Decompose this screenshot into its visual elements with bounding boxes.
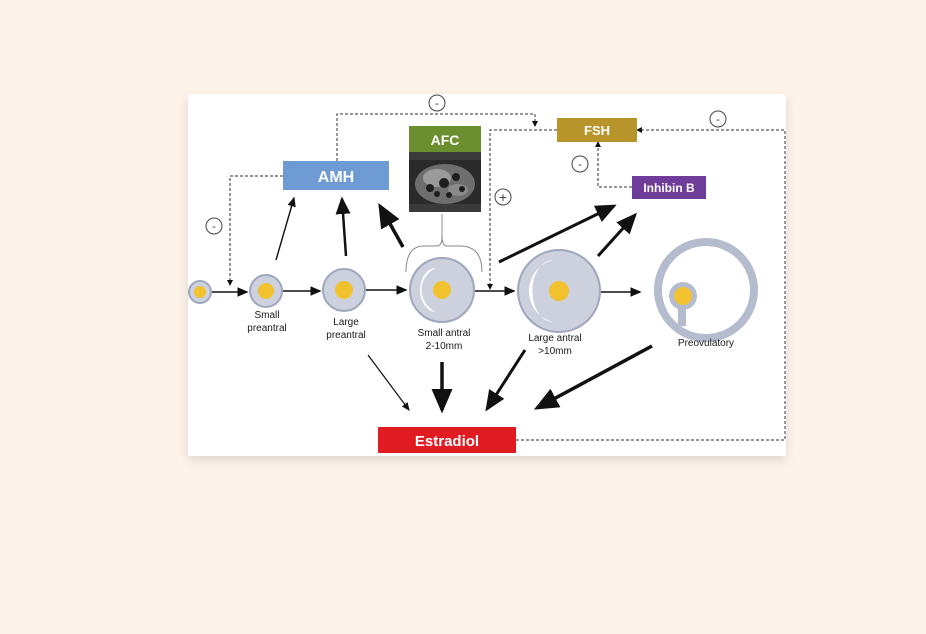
follicle-hormone-diagram: - - - + - AMH AFC FSH bbox=[188, 94, 786, 453]
diagram-panel: - - - + - AMH AFC FSH bbox=[188, 94, 786, 456]
feedback-inhibin-fsh-line bbox=[595, 141, 632, 188]
arrow-large-antral-inhibin bbox=[596, 212, 638, 258]
svg-text:-: - bbox=[212, 220, 216, 233]
inhibin-b-box: Inhibin B bbox=[632, 176, 706, 199]
label-small-preantral: Small preantral bbox=[247, 310, 286, 334]
arrow-preovulatory-estradiol bbox=[533, 344, 653, 410]
svg-text:-: - bbox=[578, 158, 582, 171]
svg-text:preantral: preantral bbox=[247, 323, 286, 334]
svg-text:Inhibin B: Inhibin B bbox=[643, 181, 695, 195]
feedback-estradiol-fsh-line bbox=[516, 127, 786, 441]
sign-amh-left: - bbox=[205, 217, 223, 235]
afc-brace bbox=[405, 214, 483, 273]
follicle-small-preantral bbox=[249, 274, 283, 308]
label-preovulatory: Preovulatory bbox=[678, 338, 734, 349]
follicle-preovulatory bbox=[654, 238, 758, 342]
svg-text:Large antral: Large antral bbox=[528, 333, 581, 344]
sign-fsh-right: - bbox=[709, 110, 727, 128]
svg-text:FSH: FSH bbox=[584, 123, 610, 138]
svg-text:Small: Small bbox=[254, 310, 279, 321]
svg-text:Preovulatory: Preovulatory bbox=[678, 338, 734, 349]
svg-text:Large: Large bbox=[333, 317, 359, 328]
follicle-large-antral bbox=[517, 249, 601, 333]
sign-amh-top: - bbox=[428, 94, 446, 112]
arrow-large-preantral-amh bbox=[335, 196, 351, 257]
svg-text:-: - bbox=[716, 113, 720, 126]
arrow-large-antral-estradiol bbox=[485, 349, 527, 412]
svg-text:AMH: AMH bbox=[318, 169, 354, 186]
amh-box: AMH bbox=[283, 161, 389, 190]
fsh-box: FSH bbox=[557, 118, 637, 142]
follicle-large-preantral bbox=[322, 268, 366, 312]
feedback-amh-primordial-line bbox=[227, 175, 283, 286]
label-large-antral: Large antral >10mm bbox=[528, 333, 581, 357]
label-small-antral: Small antral 2-10mm bbox=[418, 328, 471, 352]
afc-box: AFC bbox=[409, 126, 481, 152]
follicle-small-antral bbox=[409, 257, 475, 323]
follicle-primordial bbox=[188, 280, 212, 304]
svg-text:Estradiol: Estradiol bbox=[415, 433, 479, 450]
arrow-small-preantral-amh bbox=[275, 196, 296, 261]
feedback-fsh-small-antral-line bbox=[487, 129, 557, 290]
svg-text:AFC: AFC bbox=[431, 132, 460, 148]
arrow-small-antral-inhibin bbox=[498, 204, 617, 264]
svg-text:preantral: preantral bbox=[326, 330, 365, 341]
sign-fsh-small-antral: + bbox=[494, 188, 512, 206]
svg-text:2-10mm: 2-10mm bbox=[426, 341, 463, 352]
arrow-large-preantral-estradiol bbox=[367, 354, 410, 411]
label-large-preantral: Large preantral bbox=[326, 317, 365, 341]
estradiol-box: Estradiol bbox=[378, 427, 516, 453]
svg-text:-: - bbox=[435, 97, 439, 110]
arrow-small-antral-amh bbox=[378, 202, 405, 248]
sign-inhibin-fsh: - bbox=[571, 155, 589, 173]
svg-text:Small antral: Small antral bbox=[418, 328, 471, 339]
svg-text:+: + bbox=[498, 191, 507, 204]
svg-text:>10mm: >10mm bbox=[538, 346, 572, 357]
ultrasound-image bbox=[409, 152, 481, 212]
feedback-amh-top-line bbox=[336, 113, 538, 161]
